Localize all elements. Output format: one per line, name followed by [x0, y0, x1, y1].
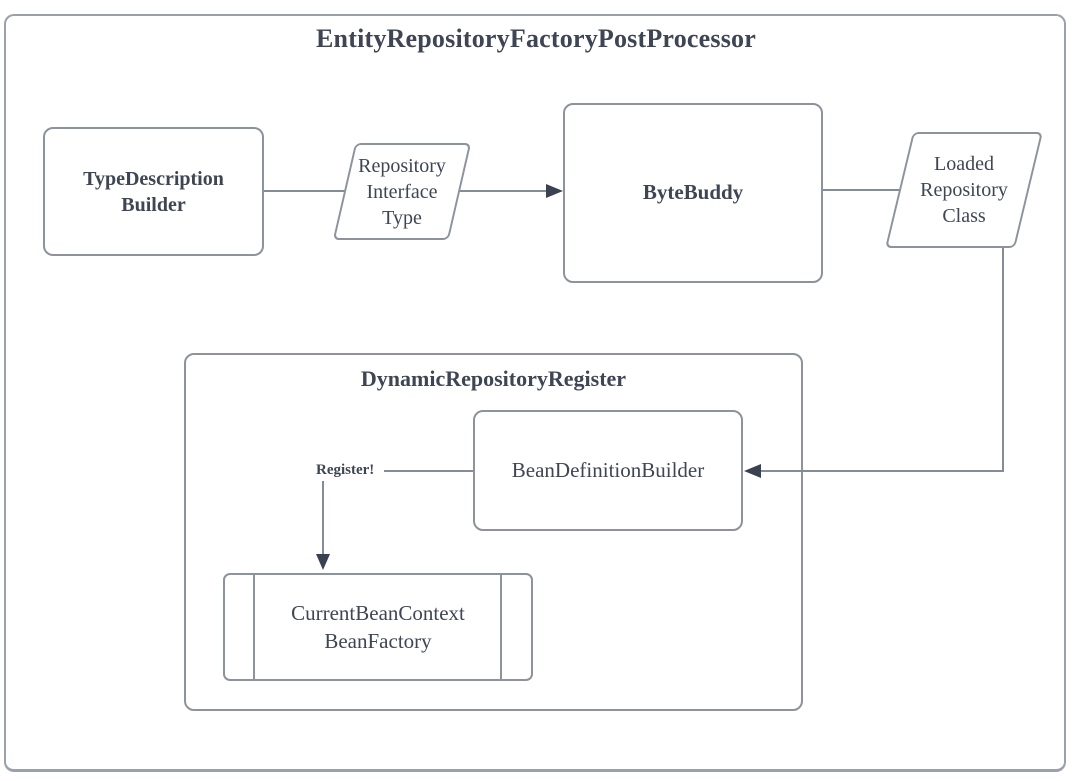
node-label-line: Class: [942, 205, 986, 227]
node-label-line: TypeDescription: [83, 167, 224, 190]
register-edge-label: Register!: [314, 462, 377, 479]
node-label: BeanDefinitionBuilder: [511, 457, 705, 482]
component-left-bar: [253, 575, 255, 679]
node-label-line: Loaded: [934, 153, 994, 175]
node-current-bean-context-bean-factory: CurrentBeanContext BeanFactory: [223, 573, 533, 681]
node-loaded-repository-class: Loaded Repository Class: [885, 132, 1043, 248]
node-label-line: Builder: [121, 193, 186, 216]
node-type-description-builder: TypeDescription Builder: [43, 127, 264, 256]
connector-typedescription-to-repositorytype: [264, 190, 356, 192]
node-repository-interface-type: Repository Interface Type: [332, 143, 472, 240]
arrowhead-into-beandefinitionbuilder: [744, 464, 761, 478]
node-label-line: Repository: [358, 154, 446, 177]
component-right-bar: [500, 575, 502, 679]
node-label: ByteBuddy: [642, 180, 744, 205]
node-label-line: CurrentBeanContext: [291, 600, 465, 625]
node-bean-definition-builder: BeanDefinitionBuilder: [473, 410, 743, 531]
connector-beandefinitionbuilder-to-register-label: [384, 470, 474, 472]
node-label: Loaded Repository Class: [885, 132, 1043, 248]
node-label-line: Type: [382, 206, 422, 229]
arrowhead-into-bytebuddy: [546, 184, 563, 198]
node-label: Repository Interface Type: [333, 143, 471, 240]
node-label-line: Repository: [920, 179, 1008, 201]
diagram-title: EntityRepositoryFactoryPostProcessor: [316, 24, 756, 53]
arrowhead-into-currentbeancontext: [316, 554, 330, 570]
node-label-line: Interface: [366, 180, 438, 203]
node-label-line: BeanFactory: [324, 629, 432, 653]
connector-loadedclass-to-beandefinitionbuilder: [760, 470, 1004, 472]
connector-repositorytype-to-bytebuddy: [450, 190, 548, 192]
connector-register-down-segment: [322, 481, 324, 555]
node-byte-buddy: ByteBuddy: [563, 103, 823, 283]
group-title: DynamicRepositoryRegister: [360, 366, 627, 391]
connector-loadedclass-down-segment: [1002, 248, 1004, 472]
connector-bytebuddy-to-loadedclass: [823, 189, 910, 191]
